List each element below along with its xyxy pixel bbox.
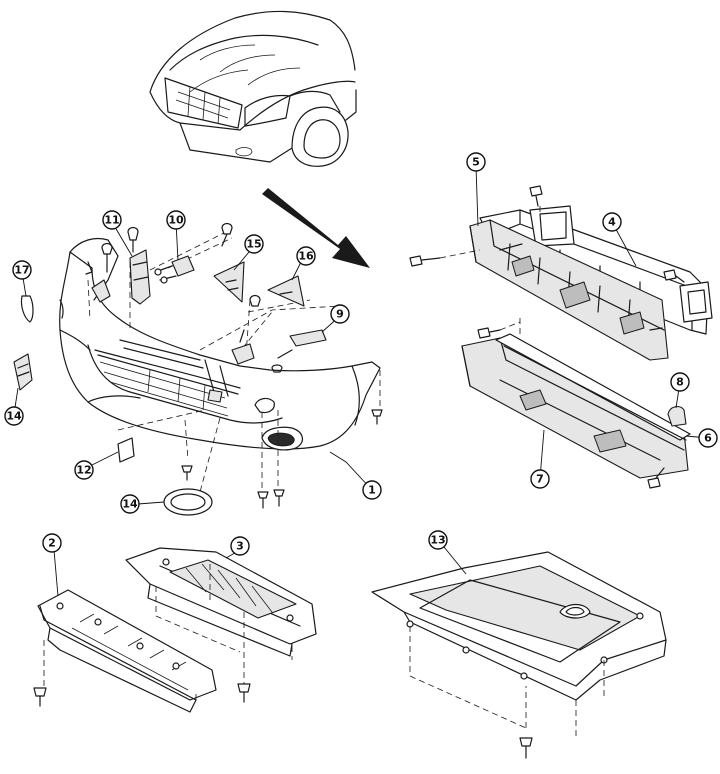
engine-undercover-13: [371, 551, 667, 740]
bumper-screws: [181, 409, 383, 509]
left-side-bracket: [85, 242, 113, 303]
clip-part-8: [667, 405, 687, 427]
lower-absorber-7: [461, 337, 689, 479]
callout-17: 17: [12, 260, 32, 280]
undercover-2: [37, 589, 217, 713]
svg-text:1: 1: [368, 484, 376, 497]
svg-text:5: 5: [472, 156, 480, 169]
side-marker-14: [13, 353, 33, 391]
callout-5: 5: [466, 152, 486, 172]
callout-7: 7: [530, 469, 550, 489]
svg-text:6: 6: [704, 432, 712, 445]
callout-9: 9: [330, 304, 350, 324]
side-marker-17: [20, 295, 34, 323]
callout-11: 11: [102, 210, 122, 230]
triangle-cover-15: [213, 261, 245, 303]
undercover-3: [125, 547, 317, 684]
callout-15: 15: [244, 234, 264, 254]
fog-lamp-ring: [163, 488, 213, 516]
engine-undercover-bolt: [519, 737, 533, 759]
callout-2: 2: [42, 533, 62, 553]
callout-8: 8: [670, 372, 690, 392]
callout-13: 13: [428, 530, 448, 550]
callout-14-left: 14: [4, 406, 24, 426]
svg-text:11: 11: [104, 214, 119, 227]
callout-3: 3: [230, 536, 250, 556]
svg-text:7: 7: [536, 473, 544, 486]
undercover-3-bolt: [237, 683, 251, 703]
callout-4: 4: [602, 212, 622, 232]
svg-text:3: 3: [236, 540, 244, 553]
tow-hook-cover-12: [117, 437, 135, 463]
callout-14-ring: 14: [120, 494, 140, 514]
svg-text:10: 10: [168, 214, 184, 227]
reinforcement-bolts: [409, 185, 685, 283]
callout-10: 10: [166, 210, 186, 230]
callout-1: 1: [362, 480, 382, 500]
direction-arrow: [262, 188, 370, 268]
svg-text:8: 8: [676, 376, 684, 389]
svg-text:14: 14: [6, 410, 22, 423]
svg-text:15: 15: [246, 238, 261, 251]
svg-text:12: 12: [76, 464, 91, 477]
svg-text:16: 16: [298, 250, 314, 263]
svg-text:9: 9: [336, 308, 344, 321]
bracket-part: [127, 226, 151, 305]
energy-absorber-5: [469, 219, 669, 361]
triangle-cover-16: [249, 275, 305, 307]
bracket-part-9: [231, 329, 327, 373]
callout-16: 16: [296, 246, 316, 266]
lower-absorber-bolts: [477, 318, 665, 489]
callout-6: 6: [698, 428, 718, 448]
svg-text:14: 14: [122, 498, 138, 511]
svg-text:13: 13: [430, 534, 445, 547]
bumper-fascia: [59, 237, 381, 451]
svg-text:4: 4: [608, 216, 616, 229]
svg-text:17: 17: [14, 264, 29, 277]
vehicle-front-view: [149, 10, 357, 167]
svg-text:2: 2: [48, 537, 56, 550]
absorber-strip-6: [495, 333, 691, 441]
sensor-part: [154, 222, 233, 284]
callout-12: 12: [74, 460, 94, 480]
undercover-2-bolt: [33, 687, 47, 707]
